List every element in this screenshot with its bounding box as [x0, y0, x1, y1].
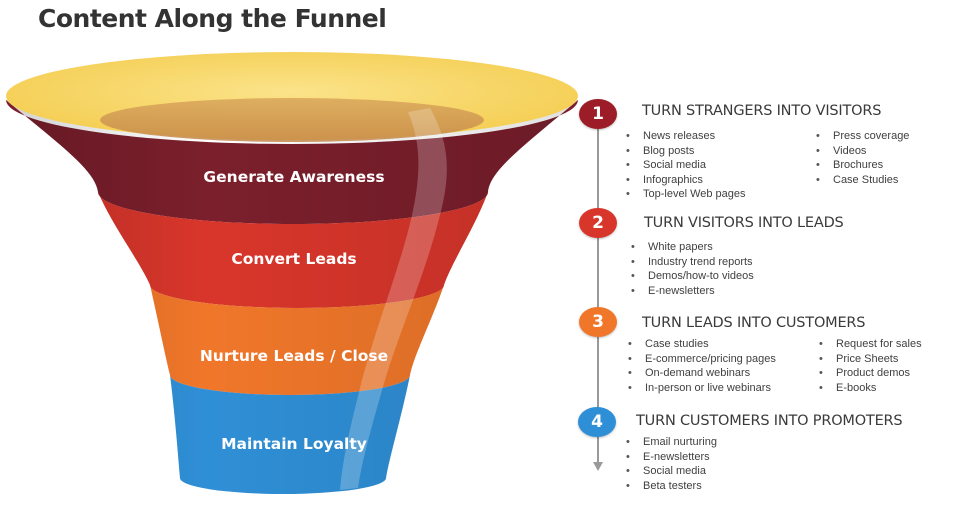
- step-2-badge: 2: [579, 208, 617, 238]
- timeline-arrow-icon: [593, 462, 603, 471]
- step-2-list: White papers Industry trend reports Demo…: [631, 240, 754, 298]
- list-item: Press coverage: [816, 129, 909, 144]
- list-item: Industry trend reports: [631, 255, 754, 270]
- list-item: E-newsletters: [631, 284, 754, 299]
- list-item: Social media: [626, 158, 746, 173]
- list-item: Case Studies: [816, 173, 909, 188]
- step-3-list-col1: Case studies E-commerce/pricing pages On…: [628, 337, 776, 395]
- list-item: Videos: [816, 144, 909, 159]
- list-item: Request for sales: [819, 337, 922, 352]
- list-item: On-demand webinars: [628, 366, 776, 381]
- step-1-list-col2: Press coverage Videos Brochures Case Stu…: [816, 129, 909, 187]
- list-item: Blog posts: [626, 144, 746, 159]
- list-item: Beta testers: [626, 479, 717, 494]
- step-1-badge: 1: [579, 99, 617, 129]
- list-item: Top-level Web pages: [626, 187, 746, 202]
- list-item: News releases: [626, 129, 746, 144]
- list-item: Brochures: [816, 158, 909, 173]
- step-4-heading: TURN CUSTOMERS INTO PROMOTERS: [636, 413, 903, 429]
- funnel-label-nurture-leads: Nurture Leads / Close: [200, 347, 388, 365]
- step-4-list: Email nurturing E-newsletters Social med…: [626, 435, 717, 493]
- list-item: White papers: [631, 240, 754, 255]
- funnel-highlight: [340, 108, 447, 490]
- step-3-heading: TURN LEADS INTO CUSTOMERS: [642, 315, 866, 331]
- list-item: Demos/how-to videos: [631, 269, 754, 284]
- funnel-diagram: Generate Awareness Convert Leads Nurture…: [6, 52, 578, 494]
- funnel-label-convert-leads: Convert Leads: [231, 250, 356, 268]
- step-4-badge: 4: [578, 407, 616, 437]
- funnel-shading: [6, 100, 578, 494]
- step-3-badge: 3: [579, 307, 617, 337]
- list-item: E-books: [819, 381, 922, 396]
- list-item: In-person or live webinars: [628, 381, 776, 396]
- step-1-list-col1: News releases Blog posts Social media In…: [626, 129, 746, 202]
- timeline-line: [597, 112, 599, 464]
- page-title: Content Along the Funnel: [38, 4, 387, 33]
- list-item: Product demos: [819, 366, 922, 381]
- list-item: Social media: [626, 464, 717, 479]
- list-item: Case studies: [628, 337, 776, 352]
- funnel-label-maintain-loyalty: Maintain Loyalty: [221, 435, 367, 453]
- list-item: E-commerce/pricing pages: [628, 352, 776, 367]
- list-item: E-newsletters: [626, 450, 717, 465]
- list-item: Price Sheets: [819, 352, 922, 367]
- list-item: Infographics: [626, 173, 746, 188]
- step-3-list-col2: Request for sales Price Sheets Product d…: [819, 337, 922, 395]
- step-2-heading: TURN VISITORS INTO LEADS: [644, 215, 844, 231]
- step-1-heading: TURN STRANGERS INTO VISITORS: [642, 103, 882, 119]
- list-item: Email nurturing: [626, 435, 717, 450]
- funnel-label-generate-awareness: Generate Awareness: [203, 168, 384, 186]
- funnel-inner-opening: [100, 98, 484, 142]
